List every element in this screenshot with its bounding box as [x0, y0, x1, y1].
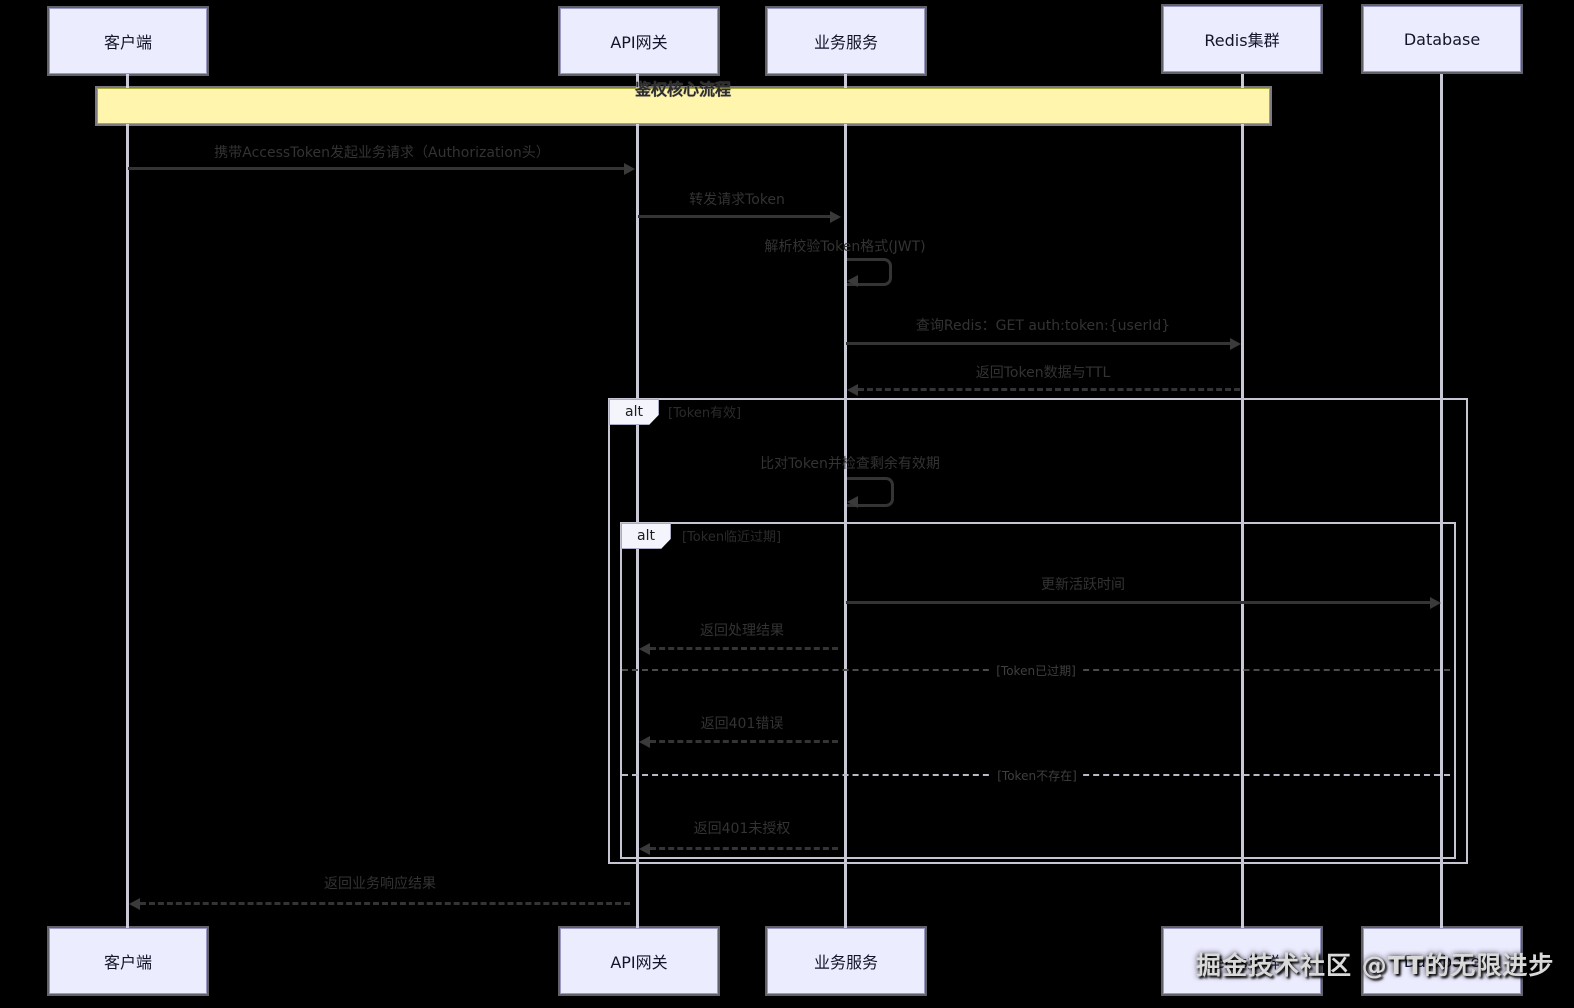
actor-label: 业务服务: [813, 953, 878, 972]
lifeline-redis: [1241, 74, 1244, 930]
note-banner: [97, 88, 1270, 124]
arrowhead-right-icon: [1230, 338, 1241, 350]
actor-top-redis: Redis集群: [1163, 6, 1321, 72]
actor-top-gateway: API网关: [560, 8, 718, 74]
arrow-m9: [650, 740, 838, 743]
arrow-m2: [638, 215, 830, 218]
actor-label: Redis集群: [1204, 953, 1280, 972]
arrowhead-left-icon: [639, 643, 650, 655]
arrowhead-right-icon: [830, 211, 841, 223]
arrowhead-left-icon: [847, 275, 858, 287]
alt-divider-expired-label: [Token已过期]: [991, 662, 1081, 679]
arrowhead-left-icon: [639, 843, 650, 855]
alt-condition-outer: [Token有效]: [668, 406, 742, 421]
alt-tag-outer: alt: [609, 399, 659, 425]
message-m1: 携带AccessToken发起业务请求（Authorization头）: [214, 145, 550, 161]
actor-top-service: 业务服务: [767, 8, 925, 74]
lifeline-business-service: [844, 74, 847, 930]
watermark: 掘金技术社区 @TT的无限进步: [1196, 951, 1555, 980]
arrowhead-left-icon: [129, 898, 140, 910]
actor-top-database: Database: [1363, 6, 1521, 72]
actor-bottom-redis: Redis集群: [1163, 928, 1321, 994]
actor-bottom-service: 业务服务: [767, 928, 925, 994]
self-loop-m6: [847, 477, 894, 507]
alt-frame-outer: [608, 398, 1468, 864]
arrow-m5: [858, 388, 1240, 391]
actor-label: API网关: [610, 953, 668, 972]
arrowhead-left-icon: [847, 496, 858, 508]
arrow-m1: [128, 167, 624, 170]
lifeline-api-gateway: [636, 74, 639, 930]
lifeline-database: [1440, 74, 1443, 930]
lifeline-client: [126, 74, 129, 930]
alt-divider-missing-label: [Token不存在]: [992, 767, 1082, 784]
arrowhead-right-icon: [1430, 597, 1441, 609]
message-m5: 返回Token数据与TTL: [975, 365, 1111, 381]
arrowhead-left-icon: [847, 384, 858, 396]
actor-label: Redis集群: [1204, 31, 1280, 50]
actor-label: 客户端: [103, 33, 152, 52]
actor-top-client: 客户端: [49, 8, 207, 74]
actor-bottom-database: Database: [1363, 928, 1521, 994]
arrow-m8: [650, 647, 838, 650]
alt-condition-inner: [Token临近过期]: [682, 530, 782, 545]
arrow-m11: [140, 902, 630, 905]
message-m11: 返回业务响应结果: [324, 876, 436, 892]
message-m7: 更新活跃时间: [1041, 577, 1125, 593]
arrow-m10: [650, 847, 838, 850]
arrow-m7: [846, 601, 1430, 604]
arrowhead-right-icon: [624, 163, 635, 175]
diagram-title: 鉴权核心流程: [634, 80, 732, 99]
actor-bottom-gateway: API网关: [560, 928, 718, 994]
message-m4: 查询Redis：GET auth:token:{userId}: [915, 318, 1171, 334]
arrowhead-left-icon: [639, 736, 650, 748]
actor-label: 客户端: [103, 953, 152, 972]
actor-label: API网关: [610, 33, 668, 52]
message-m2: 转发请求Token: [689, 192, 785, 208]
arrow-m4: [846, 342, 1230, 345]
actor-label: Database: [1403, 29, 1481, 49]
message-m9: 返回401错误: [700, 716, 784, 732]
message-m10: 返回401未授权: [693, 821, 791, 837]
actor-label: Database: [1403, 951, 1481, 971]
alt-frame-inner: [620, 522, 1456, 859]
actor-bottom-client: 客户端: [49, 928, 207, 994]
self-loop-m3: [847, 258, 892, 286]
message-m6: 比对Token并检查剩余有效期: [760, 456, 940, 472]
message-m3: 解析校验Token格式(JWT): [764, 239, 926, 255]
message-m8: 返回处理结果: [700, 623, 784, 639]
actor-label: 业务服务: [813, 33, 878, 52]
alt-tag-inner: alt: [621, 523, 671, 549]
